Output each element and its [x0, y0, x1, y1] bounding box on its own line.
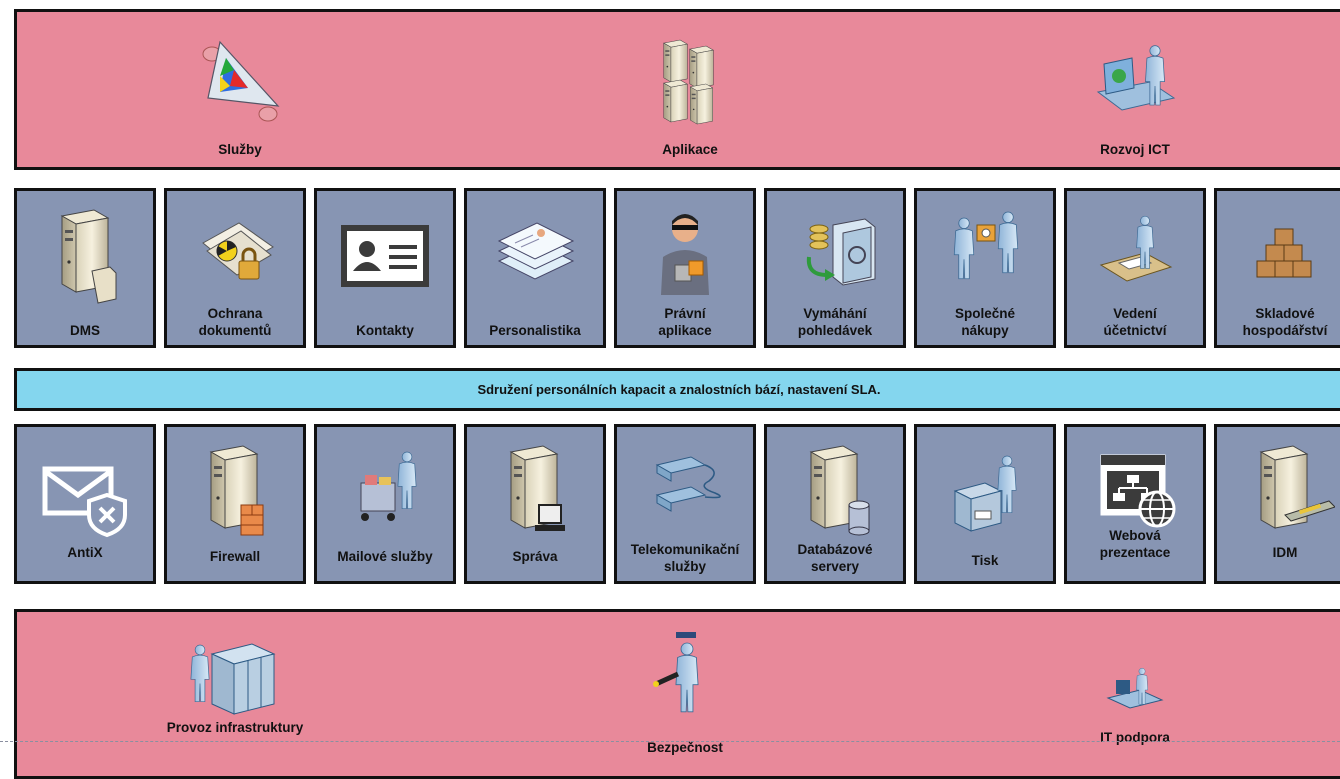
band-item-it-podpora[interactable]: IT podpora — [1080, 664, 1190, 745]
tile-sprava[interactable]: Správa — [464, 424, 606, 584]
band-item-label: Aplikace — [662, 142, 718, 157]
band-item-label: IT podpora — [1100, 730, 1170, 745]
warehouse-boxes-icon — [1217, 199, 1340, 309]
tile-telekomunikacni-sluzby[interactable]: Telekomunikační služby — [614, 424, 756, 584]
band-item-rozvoj-ict[interactable]: Rozvoj ICT — [1080, 36, 1190, 157]
server-rack-icon — [640, 36, 740, 126]
band-item-label: Bezpečnost — [647, 740, 723, 755]
tile-tisk[interactable]: Tisk — [914, 424, 1056, 584]
accounting-desk-icon — [1067, 199, 1203, 309]
identity-server-icon — [1217, 435, 1340, 545]
vault-coins-icon — [767, 199, 903, 309]
tile-label: Kontakty — [356, 323, 414, 338]
web-sitemap-icon — [1067, 435, 1203, 545]
mail-shield-icon — [17, 435, 153, 545]
legal-user-icon — [617, 199, 753, 309]
tile-vedeni-ucetnictvi[interactable]: Vedení účetnictví — [1064, 188, 1206, 348]
tile-label: Webová prezentace — [1099, 528, 1171, 560]
tile-label: Vymáhání pohledávek — [797, 306, 873, 338]
tile-label: Mailové služby — [337, 549, 433, 564]
tile-pravni-aplikace[interactable]: Právní aplikace — [614, 188, 756, 348]
tile-label: Telekomunikační služby — [630, 542, 740, 574]
tile-label: Databázové servery — [797, 542, 873, 574]
band-item-provoz-infrastruktury[interactable]: Provoz infrastruktury — [140, 630, 330, 735]
database-server-icon — [767, 435, 903, 545]
developer-workstation-icon — [1080, 36, 1190, 126]
band-item-sluzby[interactable]: Služby — [190, 36, 290, 157]
tile-label: Společné nákupy — [954, 306, 1016, 338]
document-lock-icon — [167, 199, 303, 309]
tile-skladove-hospodarstvi[interactable]: Skladové hospodářství — [1214, 188, 1340, 348]
tile-label: AntiX — [67, 545, 103, 560]
helpdesk-icon — [1080, 664, 1190, 710]
tile-firewall[interactable]: Firewall — [164, 424, 306, 584]
tile-ochrana-dokumentu[interactable]: Ochrana dokumentů — [164, 188, 306, 348]
tile-webova-prezentace[interactable]: Webová prezentace — [1064, 424, 1206, 584]
tile-label: Firewall — [209, 549, 261, 564]
tile-label: Personalistika — [489, 323, 581, 338]
band-item-bezpecnost[interactable]: Bezpečnost — [620, 628, 750, 755]
printer-operator-icon — [917, 435, 1053, 545]
tile-kontakty[interactable]: Kontakty — [314, 188, 456, 348]
security-guard-icon — [620, 628, 750, 726]
personnel-papers-icon — [467, 199, 603, 309]
server-admin-icon — [467, 435, 603, 545]
server-documents-icon — [17, 199, 153, 309]
page-boundary-line — [0, 741, 1340, 742]
datacenter-operator-icon — [140, 630, 330, 716]
band-item-label: Služby — [218, 142, 262, 157]
band-item-label: Rozvoj ICT — [1100, 142, 1170, 157]
tile-label: Skladové hospodářství — [1242, 306, 1328, 338]
band-item-label: Provoz infrastruktury — [166, 720, 304, 735]
tile-label: Právní aplikace — [658, 306, 712, 338]
tile-dms[interactable]: DMS — [14, 188, 156, 348]
mail-cart-icon — [317, 435, 453, 545]
infra-services-row: AntiX Firewall Mailové služby — [14, 424, 1340, 584]
band-item-aplikace[interactable]: Aplikace — [640, 36, 740, 157]
shared-services-strip: Sdružení personálních kapacit a znalostn… — [14, 368, 1340, 411]
tile-label: Ochrana dokumentů — [198, 306, 272, 338]
tile-spolecne-nakupy[interactable]: Společné nákupy — [914, 188, 1056, 348]
prism-icon — [190, 36, 290, 126]
tile-label: Vedení účetnictví — [1103, 306, 1167, 338]
firewall-server-icon — [167, 435, 303, 545]
tile-databazove-servery[interactable]: Databázové servery — [764, 424, 906, 584]
purchase-handshake-icon — [917, 199, 1053, 309]
tile-mailove-sluzby[interactable]: Mailové služby — [314, 424, 456, 584]
tile-personalistika[interactable]: Personalistika — [464, 188, 606, 348]
tile-antix[interactable]: AntiX — [14, 424, 156, 584]
tile-label: IDM — [1272, 545, 1298, 560]
contact-card-icon — [317, 199, 453, 309]
telephones-icon — [617, 435, 753, 545]
tile-label: DMS — [70, 323, 100, 338]
tile-vymahani-pohledavek[interactable]: Vymáhání pohledávek — [764, 188, 906, 348]
tile-label: Tisk — [971, 553, 999, 568]
business-apps-row: DMS Ochrana dokumentů — [14, 188, 1340, 348]
tile-idm[interactable]: IDM — [1214, 424, 1340, 584]
tile-label: Správa — [512, 549, 558, 564]
